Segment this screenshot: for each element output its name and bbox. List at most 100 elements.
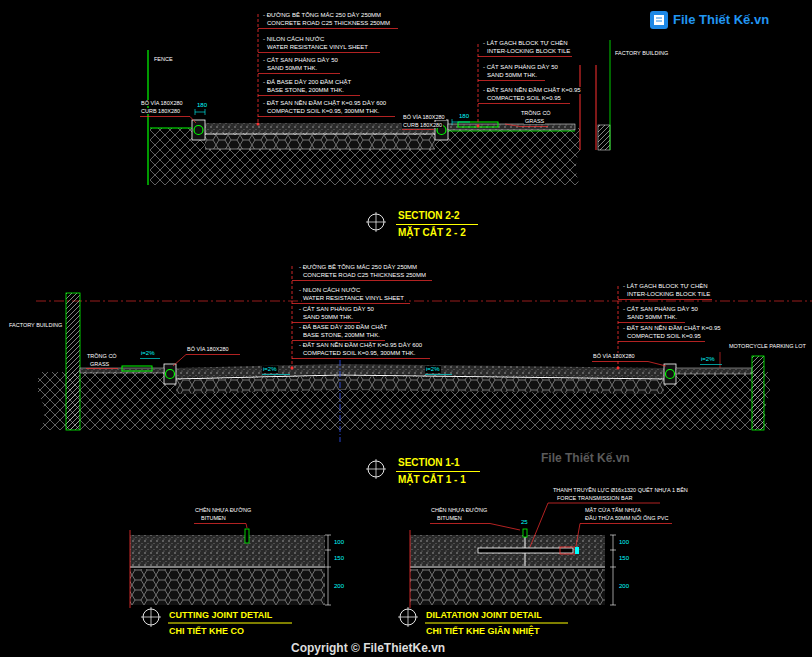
callout-note: - CÁT SAN PHẲNG DÀY 50 <box>482 64 559 71</box>
cad-line <box>580 65 581 150</box>
part-label: GRASS <box>89 361 110 367</box>
cad-rect <box>752 356 764 430</box>
dimension-text: 200 <box>618 583 630 590</box>
section-title: SECTION 2-2 <box>397 210 461 222</box>
cad-line <box>205 149 435 150</box>
dimension-text: i=2% <box>425 366 441 373</box>
cad-circle <box>257 123 260 126</box>
cad-path <box>610 535 616 605</box>
section-title: MẶT CẮT 2 - 2 <box>397 227 467 239</box>
cad-path <box>173 355 240 367</box>
callout-note: SAND 50MM THK. <box>626 314 678 321</box>
cad-line <box>396 471 480 472</box>
logo-watermark: File Thiết Kế.vn <box>672 13 770 28</box>
cad-rect <box>130 569 325 605</box>
cad-line <box>292 266 293 368</box>
cad-rect <box>164 364 176 384</box>
cad-circle <box>617 367 620 370</box>
cad-path <box>530 503 660 547</box>
callout-note: COMPACTED SOIL K=0.95 <box>626 333 702 340</box>
cad-line <box>168 623 292 624</box>
callout-note: - LÁT GẠCH BLOCK TỰ CHÈN <box>482 40 569 47</box>
cad-path <box>618 300 712 342</box>
part-label: TRỒNG CỎ <box>520 110 552 116</box>
part-label: BITUMEN <box>200 515 227 521</box>
section-title: SECTION 1-1 <box>397 457 461 469</box>
callout-note: - ĐƯỜNG BÊ TÔNG MÁC 250 DÀY 250MM <box>298 264 418 271</box>
cad-line <box>425 623 568 624</box>
section-title: MẶT CẮT 1 - 1 <box>397 474 467 486</box>
cad-path <box>505 124 548 127</box>
cad-rect <box>676 368 752 374</box>
callout-note: COMPACTED SOIL K=0.95, 300MM THK. <box>266 108 380 115</box>
cad-rect <box>478 548 573 553</box>
cad-rect <box>523 529 527 537</box>
cad-rect <box>458 122 498 127</box>
cad-path <box>592 362 666 367</box>
cad-path <box>452 119 470 125</box>
cad-line <box>130 530 131 608</box>
part-label: MOTORCYCLE PARKING LOT <box>728 343 807 349</box>
callout-note: - ĐÁ BASE DÀY 200 ĐẦM CHẶT <box>298 324 388 331</box>
part-label: THANH TRUYỀN LỰC Ø16x1320 QUÉT NHỰA 1 BÊ… <box>552 487 689 493</box>
callout-note: INTER-LOCKING BLOCK TILE <box>626 291 711 298</box>
cad-path <box>140 117 196 124</box>
cad-path <box>325 535 331 605</box>
callout-note: - ĐẤT SAN NỀN ĐẦM CHẶT K=0.95 <box>482 87 582 94</box>
cad-circle <box>477 125 480 128</box>
callout-note: - CÁT SAN PHẲNG DÀY 50 <box>298 306 375 313</box>
dimension-text: i=2% <box>262 366 278 373</box>
dimension-text: 150 <box>618 555 630 562</box>
cad-path <box>150 128 580 185</box>
dimension-text: 25 <box>520 519 529 526</box>
cad-path <box>398 607 418 627</box>
part-label: BÓ VỈA 180X280 <box>140 100 184 106</box>
part-label: BITUMEN <box>436 515 463 521</box>
cad-line <box>36 301 812 302</box>
cad-path <box>176 376 664 394</box>
cad-path <box>194 524 247 529</box>
callout-note: COMPACTED SOIL K=0.95, 300MM THK. <box>302 350 416 357</box>
cad-path <box>140 359 722 375</box>
part-label: FACTORY BUILDING <box>8 322 63 328</box>
cad-path <box>430 524 520 531</box>
callout-note: INTER-LOCKING BLOCK TILE <box>486 48 571 55</box>
callout-note: - NILON CÁCH NƯỚC <box>298 287 361 294</box>
cad-rect <box>410 569 605 605</box>
callout-note: SAND 50MM THK. <box>486 72 538 79</box>
callout-note: - ĐÁ BASE DÀY 200 ĐẦM CHẶT <box>262 79 352 86</box>
watermark: File Thiết Kế.vn <box>540 452 631 466</box>
cad-line <box>410 566 605 567</box>
detail-title: CHI TIẾT KHE GIÃN NHIỆT <box>425 626 541 636</box>
cad-path <box>86 368 118 369</box>
callout-note: BASE STONE, 200MM THK. <box>302 332 381 339</box>
callout-note: - ĐẤT SAN NỀN ĐẦM CHẶT K=0.95 DÀY 600 <box>298 342 423 349</box>
cad-rect <box>66 293 80 430</box>
cad-line <box>410 530 411 608</box>
part-label: CHÈN NHỰA ĐƯỜNG <box>430 507 488 513</box>
cad-rect <box>130 535 325 566</box>
part-label: TRỒNG CỎ <box>86 353 118 359</box>
cad-line <box>130 566 325 567</box>
part-label: BÓ VỈA 180X280 <box>402 114 446 120</box>
cad-circle <box>194 126 203 135</box>
cad-path <box>176 364 664 378</box>
dimension-text: 180 <box>196 102 208 109</box>
part-label: CURB 180X280 <box>402 122 443 128</box>
dimension-text: 150 <box>333 555 345 562</box>
cad-rect <box>410 535 605 566</box>
section-2-2 <box>140 14 610 232</box>
part-label: MẶT CỬA TẤM NHỰA <box>584 507 642 513</box>
section-1-1 <box>36 266 812 479</box>
cad-circle <box>666 370 675 379</box>
cad-line <box>340 360 341 442</box>
callout-note: WATER RESISTANCE VINYL SHEET <box>302 295 405 302</box>
cad-path <box>576 524 672 547</box>
cad-path <box>478 57 572 104</box>
callout-note: SAND 50MM THK. <box>302 314 354 321</box>
callout-note: BASE STONE, 200MM THK. <box>266 87 345 94</box>
copyright-watermark: Copyright © FileThietKe.vn <box>290 642 446 656</box>
cad-path <box>292 281 432 359</box>
part-label: BÓ VỈA 180X280 <box>592 353 636 359</box>
